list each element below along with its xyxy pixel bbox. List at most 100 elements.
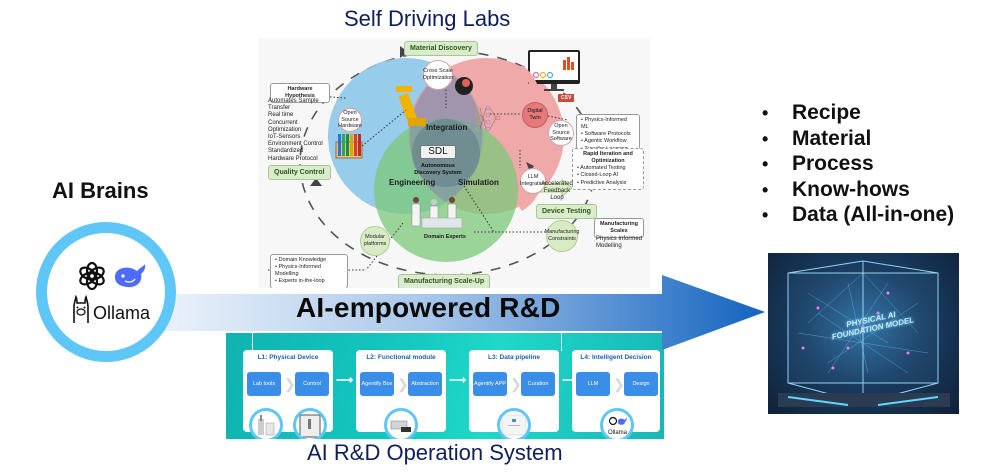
layer-title: L2: Functional module xyxy=(366,354,436,361)
bullet-icon: • xyxy=(762,154,769,174)
rapid-iteration-box: Rapid Iteration and Optimization Automat… xyxy=(572,148,644,190)
hardware-item: Standardized Hardware Protocol xyxy=(268,148,318,162)
ollama-label: Ollama xyxy=(93,303,151,323)
neural-network-icon xyxy=(475,105,501,132)
domain-experts-figures xyxy=(411,197,463,229)
layer-l4: L4: Intelligent Decision LLM ❯ Design Ol… xyxy=(572,350,660,439)
chevron-right-icon: ❯ xyxy=(397,376,409,392)
feedback-loop-label: Accelerated Feedback Loop xyxy=(541,181,573,202)
bubble-cross-scale: Cross Scale Optimization xyxy=(423,60,453,90)
ollama-llama-icon xyxy=(73,295,89,323)
ollama-mini-label: Ollama xyxy=(608,430,628,436)
output-label: Material xyxy=(792,126,872,150)
step-chip: Agentify Box xyxy=(360,372,394,396)
bubble-llm-integration: LLM Integration xyxy=(520,168,546,194)
region-engineering: Engineering xyxy=(389,178,436,187)
test-tubes-icon xyxy=(335,134,363,159)
openai-logo-icon xyxy=(79,261,105,291)
control-device-thumbnail xyxy=(293,408,327,439)
operation-system-panel: L1: Physical Device Lab tools ❯ Control … xyxy=(226,333,664,439)
chevron-right-icon: ❯ xyxy=(510,376,522,392)
cycle-arrowhead-left xyxy=(310,178,322,186)
bubble-modular-platforms: Modular platforms xyxy=(360,226,390,256)
step-chip: Control xyxy=(295,372,329,396)
stage-material-discovery: Material Discovery xyxy=(404,41,478,56)
ai-empowered-label: AI-empowered R&D xyxy=(296,292,561,323)
bullet-icon: • xyxy=(762,128,769,149)
flow-arrow-icon: ⟶ xyxy=(336,373,354,387)
domain-item: Experts in-the-loop xyxy=(275,278,343,285)
chevron-right-icon: ❯ xyxy=(284,376,296,392)
manufacturing-scales-caption: Physics Informed Modelling xyxy=(596,236,643,250)
deepseek-logo-icon xyxy=(115,264,146,288)
self-driving-labs-title: Self Driving Labs xyxy=(344,6,511,31)
region-integration: Integration xyxy=(426,123,468,132)
domain-item: Domain Knowledge xyxy=(275,257,343,264)
layer-title: L4: Intelligent Decision xyxy=(580,354,652,361)
region-domain-experts: Domain Experts xyxy=(424,234,466,240)
bullet-icon: • xyxy=(762,205,769,225)
bubble-manufacturing-constraints: Manufacturing Constraints xyxy=(545,220,579,252)
chevron-right-icon: ❯ xyxy=(613,376,625,392)
output-label: Recipe xyxy=(792,101,861,124)
output-label: Data (All-in-one) xyxy=(792,203,955,226)
bubble-open-source-hardware: Open Source Hardware xyxy=(338,108,362,132)
operation-system-title: AI R&D Operation System xyxy=(307,440,563,465)
ai-models-thumbnail: Ollama xyxy=(600,408,634,439)
hardware-hypothesis-list: Automates Sample Transfer Real time Conc… xyxy=(268,98,328,163)
bubble-open-source-software: Open Source Software xyxy=(548,120,574,146)
software-item: Software Protocols xyxy=(581,131,635,138)
agentify-app-thumbnail xyxy=(497,408,531,439)
step-chip: Design xyxy=(624,372,658,396)
rapid-item: Predictive Analysis xyxy=(577,180,639,187)
monitor-icon xyxy=(528,50,580,91)
layer-l2: L2: Functional module Agentify Box ❯ Abs… xyxy=(356,350,446,439)
glass-cube-graphic xyxy=(778,260,950,407)
hardware-item: Real time xyxy=(268,112,294,119)
ai-head-icon xyxy=(455,77,473,95)
connector-line xyxy=(252,333,253,351)
step-chip: Abstraction xyxy=(408,372,442,396)
arrow-shape xyxy=(150,275,765,350)
software-item: Agentic Workflow xyxy=(581,138,635,145)
step-chip: Lab tools xyxy=(247,372,281,396)
rapid-item: Closed-Loop AI xyxy=(577,172,639,179)
hardware-hypothesis-title: Hardware Hypothesis xyxy=(285,86,315,100)
sdl-subtitle: Autonomous Discovery System xyxy=(414,163,462,176)
layer-title: L1: Physical Device xyxy=(257,354,319,361)
bullet-icon: • xyxy=(762,179,769,200)
region-simulation: Simulation xyxy=(458,178,499,187)
bubble-digital-twin: Digital Twin xyxy=(522,102,548,128)
csv-file-icon: CSV xyxy=(558,94,575,102)
hardware-item: IoT-Sensors Environment Control xyxy=(268,133,323,148)
output-item: • Recipe xyxy=(762,100,954,126)
sdl-badge: SDL xyxy=(420,145,456,159)
manufacturing-scales-box: Manufacturing Scales xyxy=(594,218,644,239)
hardware-item: Automates Sample Transfer xyxy=(268,98,319,112)
foundation-model-image: PHYSICAL AI FOUNDATION MODEL xyxy=(768,253,959,414)
rapid-item: Automated Testing xyxy=(577,165,639,172)
step-chip: Agentify APP xyxy=(473,372,507,396)
hardware-hypothesis-box: Hardware Hypothesis xyxy=(270,83,330,104)
agentify-box-thumbnail xyxy=(384,408,418,439)
lab-tools-thumbnail xyxy=(249,408,283,439)
layer-title: L3: Data pipeline xyxy=(487,354,540,361)
flow-arrow-icon: ⟶ xyxy=(449,373,467,387)
bullet-icon: • xyxy=(762,103,769,123)
step-chip: LLM xyxy=(576,372,610,396)
sdl-diagram: Material Discovery Quality Control Devic… xyxy=(258,38,650,288)
hardware-item: Concurrent Optimization xyxy=(268,119,302,133)
outputs-list: • Recipe • Material •Process • Know-hows • D… xyxy=(762,100,954,228)
layer-l3: L3: Data pipeline Agentify APP ❯ Curatio… xyxy=(469,350,559,439)
domain-notes-box: Domain Knowledge Physics-Informed Modell… xyxy=(270,254,348,288)
robot-arm-icon xyxy=(396,86,426,126)
ai-brains-title: AI Brains xyxy=(52,178,149,203)
rapid-iteration-title: Rapid Iteration and Optimization xyxy=(583,151,633,165)
output-item: •Process xyxy=(762,151,954,177)
stage-quality-control: Quality Control xyxy=(268,165,331,180)
software-item: Physics-Informed ML xyxy=(581,117,635,131)
step-chip: Curation xyxy=(521,372,555,396)
output-label: Know-hows xyxy=(792,177,910,201)
stage-manufacturing-scale-up: Manufacturing Scale-Up xyxy=(398,274,491,288)
